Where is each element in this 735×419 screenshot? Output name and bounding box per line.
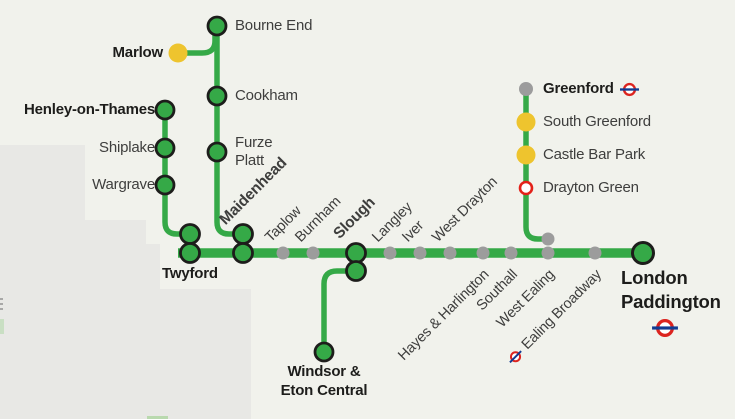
station-marker-burnham[interactable] [306, 246, 320, 260]
edge-green-sliver [0, 319, 4, 334]
station-label-furze-platt: Furze Platt [235, 134, 273, 169]
station-label-ealing-broadway: Ealing Broadway [503, 266, 606, 369]
station-label-wargrave: Wargrave [92, 176, 155, 193]
edge-mark [0, 298, 3, 300]
underground-roundel-icon [619, 82, 639, 96]
station-marker-greenford[interactable] [519, 82, 533, 96]
line-greenford-branch [523, 89, 549, 242]
underground-roundel-icon [509, 350, 523, 364]
station-marker-iver[interactable] [413, 246, 427, 260]
station-label-greenford: Greenford [543, 80, 639, 98]
station-label-cookham: Cookham [235, 87, 298, 104]
station-marker-taplow[interactable] [276, 246, 290, 260]
station-label-marlow: Marlow [112, 44, 164, 61]
edge-mark [0, 308, 3, 310]
station-marker-hayes[interactable] [476, 246, 490, 260]
station-marker-bourne-end[interactable] [206, 15, 228, 37]
station-marker-twyford-branch[interactable] [179, 223, 201, 245]
bottom-green-sliver [147, 416, 168, 419]
station-marker-maidenhead[interactable] [232, 242, 254, 264]
station-label-twyford: Twyford [162, 265, 218, 282]
station-marker-shiplake[interactable] [154, 137, 176, 159]
station-marker-southall[interactable] [504, 246, 518, 260]
station-label-paddington: London Paddington [621, 267, 721, 312]
station-marker-furze-platt[interactable] [206, 141, 228, 163]
station-marker-drayton-green[interactable] [518, 180, 534, 196]
station-label-greenford-text: Greenford [543, 80, 614, 97]
station-label-henley: Henley-on-Thames [24, 101, 155, 118]
station-marker-slough-branch[interactable] [345, 260, 367, 282]
station-marker-maidenhead-branch[interactable] [232, 223, 254, 245]
station-marker-henley[interactable] [154, 99, 176, 121]
station-label-windsor: Windsor & Eton Central [280, 363, 368, 399]
station-marker-wargrave[interactable] [154, 174, 176, 196]
line-marlow-branch [214, 26, 238, 237]
station-marker-marlow[interactable] [168, 43, 188, 63]
station-label-bourne-end: Bourne End [235, 17, 313, 34]
station-label-castle-bar-park: Castle Bar Park [543, 146, 646, 163]
station-label-shiplake: Shiplake [99, 139, 155, 156]
station-marker-west-ealing[interactable] [541, 246, 555, 260]
station-marker-west-drayton[interactable] [443, 246, 457, 260]
greenford-branch-junction-dot [541, 232, 555, 246]
station-marker-twyford[interactable] [179, 242, 201, 264]
region-gray-area [0, 145, 251, 419]
station-marker-castle-bar-park[interactable] [516, 145, 536, 165]
line-henley-branch [162, 110, 186, 237]
station-marker-cookham[interactable] [206, 85, 228, 107]
edge-mark [0, 303, 3, 305]
station-marker-langley[interactable] [383, 246, 397, 260]
station-label-south-greenford: South Greenford [543, 113, 651, 130]
line-marlow-connector [179, 31, 218, 56]
underground-roundel-icon [652, 319, 678, 337]
station-label-drayton-green: Drayton Green [543, 179, 639, 196]
station-marker-slough[interactable] [345, 242, 367, 264]
station-marker-paddington[interactable] [631, 241, 655, 265]
station-marker-ealing-broadway[interactable] [588, 246, 602, 260]
station-marker-south-greenford[interactable] [516, 112, 536, 132]
line-windsor-branch [321, 268, 356, 344]
station-marker-windsor[interactable] [313, 341, 335, 363]
